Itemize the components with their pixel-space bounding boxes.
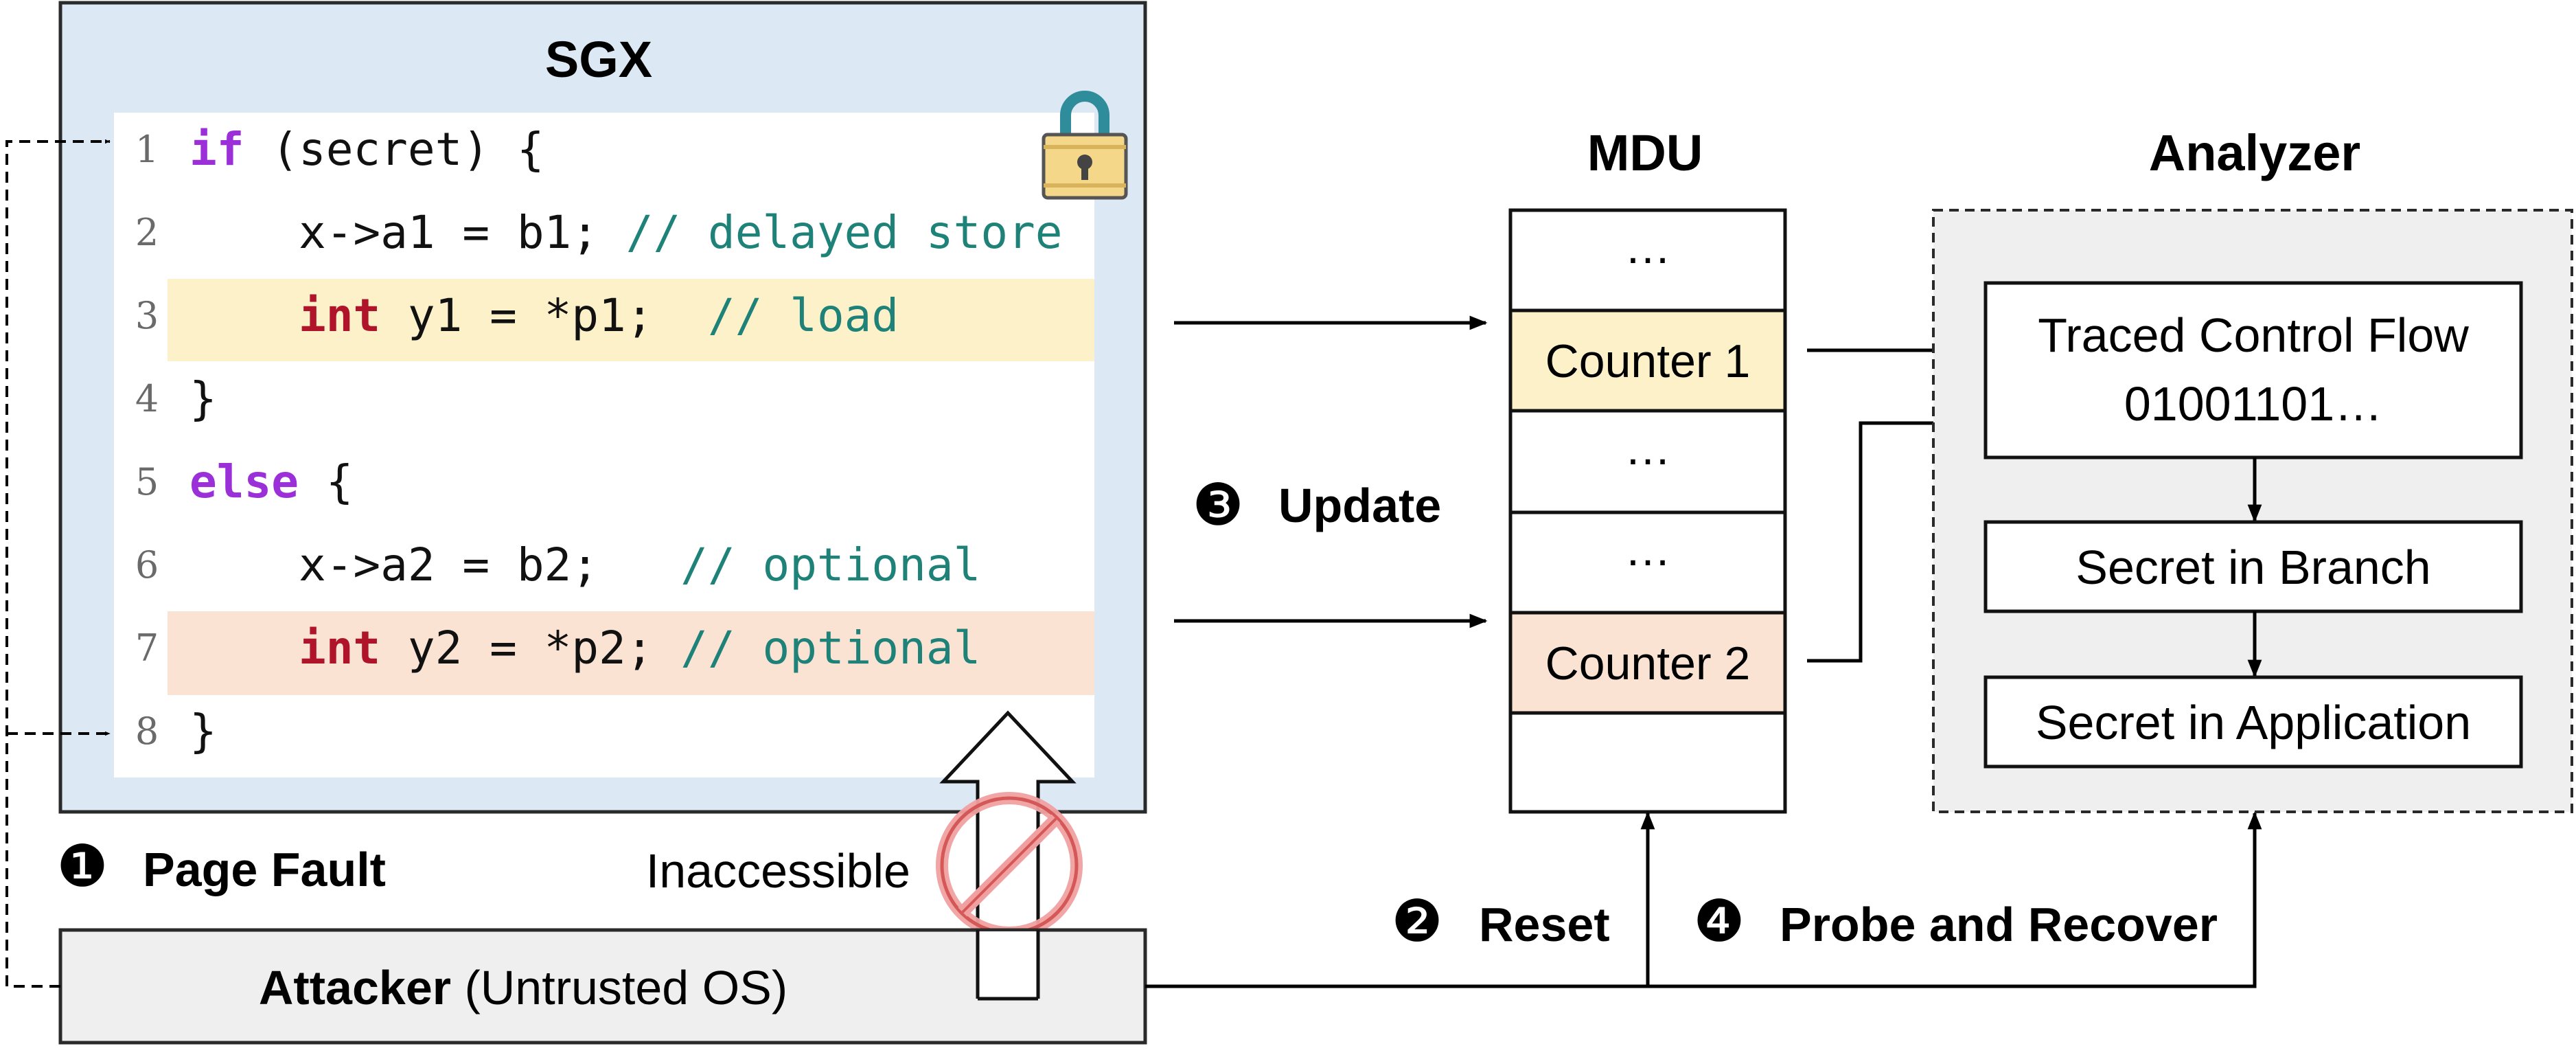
secret-in-branch-label: Secret in Branch	[2075, 541, 2430, 594]
code-line-number: 5	[135, 460, 159, 503]
code-line-number: 6	[135, 543, 159, 587]
code-token-plain: }	[189, 705, 217, 758]
code-token-plain: y2 = *p2;	[380, 622, 680, 674]
step1-number: ❶	[56, 834, 108, 898]
code-token-type: int	[299, 289, 380, 342]
mdu-counter-label: Counter 2	[1545, 637, 1751, 690]
code-highlight-load	[168, 279, 1094, 361]
code-token-plain: (secret) {	[244, 123, 544, 176]
mdu-cell	[1508, 308, 1787, 413]
code-line: int y2 = *p2; // optional	[189, 622, 980, 674]
traced-control-flow-box	[1983, 281, 2523, 460]
sgx-title: SGX	[545, 31, 652, 88]
code-token-kw: else	[189, 455, 299, 508]
step4-label: Probe and Recover	[1780, 898, 2218, 951]
code-line-number: 1	[135, 128, 159, 171]
lock-icon	[1042, 91, 1128, 200]
code-token-plain: }	[189, 372, 217, 425]
code-line-number: 7	[135, 626, 159, 670]
mdu-cell	[1508, 711, 1787, 814]
step3-number: ❸	[1192, 473, 1243, 537]
mdu-cell	[1508, 208, 1787, 313]
inaccessible-label: Inaccessible	[646, 844, 910, 898]
code-token-plain: y1 = *p1;	[380, 289, 708, 342]
step2-label: Reset	[1479, 898, 1610, 951]
step1-label: Page Fault	[143, 843, 386, 896]
code-highlight-optional	[168, 611, 1094, 695]
attacker-label: Attacker (Untrusted OS)	[259, 961, 787, 1014]
code-token-plain	[189, 289, 299, 342]
mdu-ellipsis: …	[1624, 221, 1671, 273]
mdu-cell	[1508, 409, 1787, 514]
mdu-table: … Counter 1 … … Counter 2	[1508, 208, 1787, 814]
code-line: else {	[189, 455, 353, 508]
traced-bits: 01001101…	[2124, 377, 2382, 431]
mdu-ellipsis: …	[1624, 523, 1671, 576]
code-line: }	[189, 705, 217, 758]
code-token-plain	[189, 622, 299, 674]
mdu-counter-label: Counter 1	[1545, 335, 1751, 387]
counter2-to-analyzer-arrow	[1807, 416, 1982, 663]
code-line-number: 4	[135, 377, 159, 420]
secret-in-application-box	[1983, 675, 2523, 769]
code-token-comment: // delayed store	[626, 206, 1063, 259]
code-token-comment: // optional	[680, 538, 980, 591]
code-token-plain: x->a2 = b2;	[189, 538, 680, 591]
code-line: x->a1 = b1; // delayed store	[189, 206, 1063, 259]
code-line: x->a2 = b2; // optional	[189, 538, 980, 591]
mdu-title: MDU	[1587, 124, 1703, 181]
mdu-ellipsis: …	[1624, 422, 1671, 475]
code-line: int y1 = *p1; // load	[189, 289, 899, 342]
code-line: if (secret) {	[189, 123, 544, 176]
analyzer-title: Analyzer	[2149, 124, 2360, 181]
mdu-cell	[1508, 510, 1787, 615]
code-line: }	[189, 372, 217, 425]
mdu-cell	[1508, 611, 1787, 715]
code-line-number: 3	[135, 294, 159, 337]
page-fault-dashed-line	[5, 139, 111, 988]
code-token-comment: // load	[708, 289, 899, 342]
code-line-number: 2	[135, 211, 159, 254]
code-token-comment: // optional	[680, 622, 980, 674]
code-token-plain: {	[299, 455, 353, 508]
traced-control-flow-label: Traced Control Flow	[2038, 308, 2469, 362]
code-token-plain: x->a1 = b1;	[189, 206, 626, 259]
code-listing: 1 if (secret) { 2 x->a1 = b1; // delayed s…	[135, 123, 1063, 758]
code-line-number: 8	[135, 710, 159, 753]
code-token-kw: if	[189, 123, 244, 176]
step3-label: Update	[1278, 479, 1441, 532]
code-token-type: int	[299, 622, 380, 674]
step2-number: ❷	[1391, 889, 1442, 953]
step4-number: ❹	[1693, 889, 1745, 953]
secret-in-application-label: Secret in Application	[2036, 696, 2471, 749]
probe-arrow	[1648, 811, 2262, 988]
